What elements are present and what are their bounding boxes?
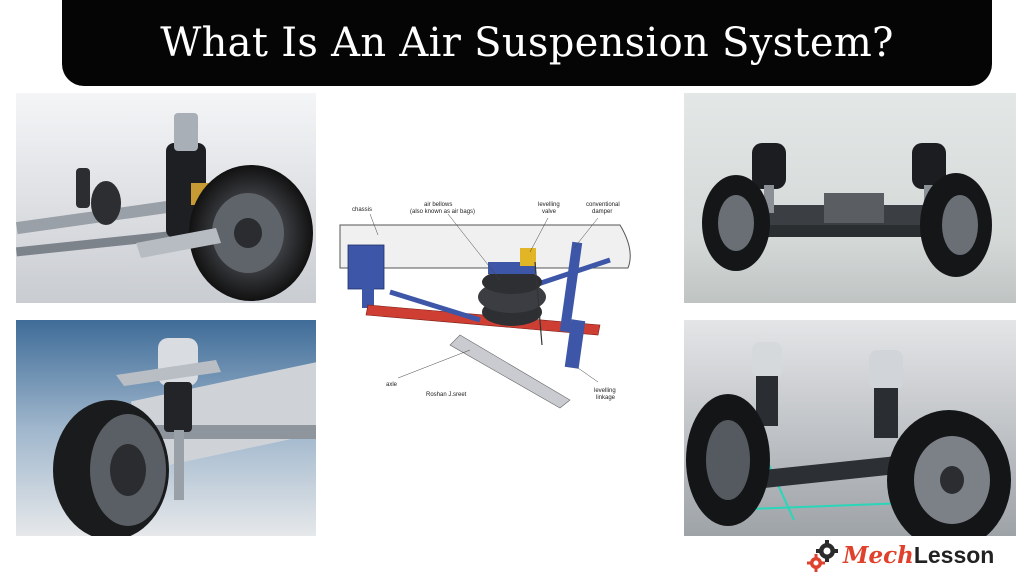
label-air-bags: (also known as air bags) bbox=[410, 209, 475, 215]
air-strut-wheel-photo bbox=[16, 93, 316, 303]
gear-icon bbox=[807, 540, 838, 572]
chassis-shape bbox=[339, 224, 631, 269]
label-damper-1: conventional bbox=[586, 202, 620, 208]
air-spring-strut-photo bbox=[16, 320, 316, 536]
title-banner: What Is An Air Suspension System? bbox=[62, 0, 992, 86]
mechlesson-logo: MechLesson bbox=[806, 538, 1012, 572]
label-damper-2: damper bbox=[592, 209, 612, 215]
front-axle-air-struts-photo bbox=[684, 320, 1016, 536]
label-air-bellows: air bellows bbox=[424, 202, 452, 208]
label-levelling-valve-1: levelling bbox=[538, 202, 560, 208]
label-levelling-valve-2: valve bbox=[542, 209, 557, 215]
air-suspension-diagram: chassis air bellows (also known as air b… bbox=[330, 200, 640, 410]
diagram-credit: Roshan J.sreet bbox=[426, 392, 467, 398]
logo-lesson-text: Lesson bbox=[913, 541, 995, 568]
label-chassis: chassis bbox=[352, 207, 372, 213]
page-title: What Is An Air Suspension System? bbox=[160, 20, 894, 66]
label-levelling-linkage-2: linkage bbox=[596, 395, 616, 401]
label-axle: axle bbox=[386, 382, 398, 388]
label-levelling-linkage-1: levelling bbox=[594, 388, 616, 394]
logo-mech-text: Mech bbox=[843, 541, 914, 569]
rear-axle-air-springs-photo bbox=[684, 93, 1016, 303]
